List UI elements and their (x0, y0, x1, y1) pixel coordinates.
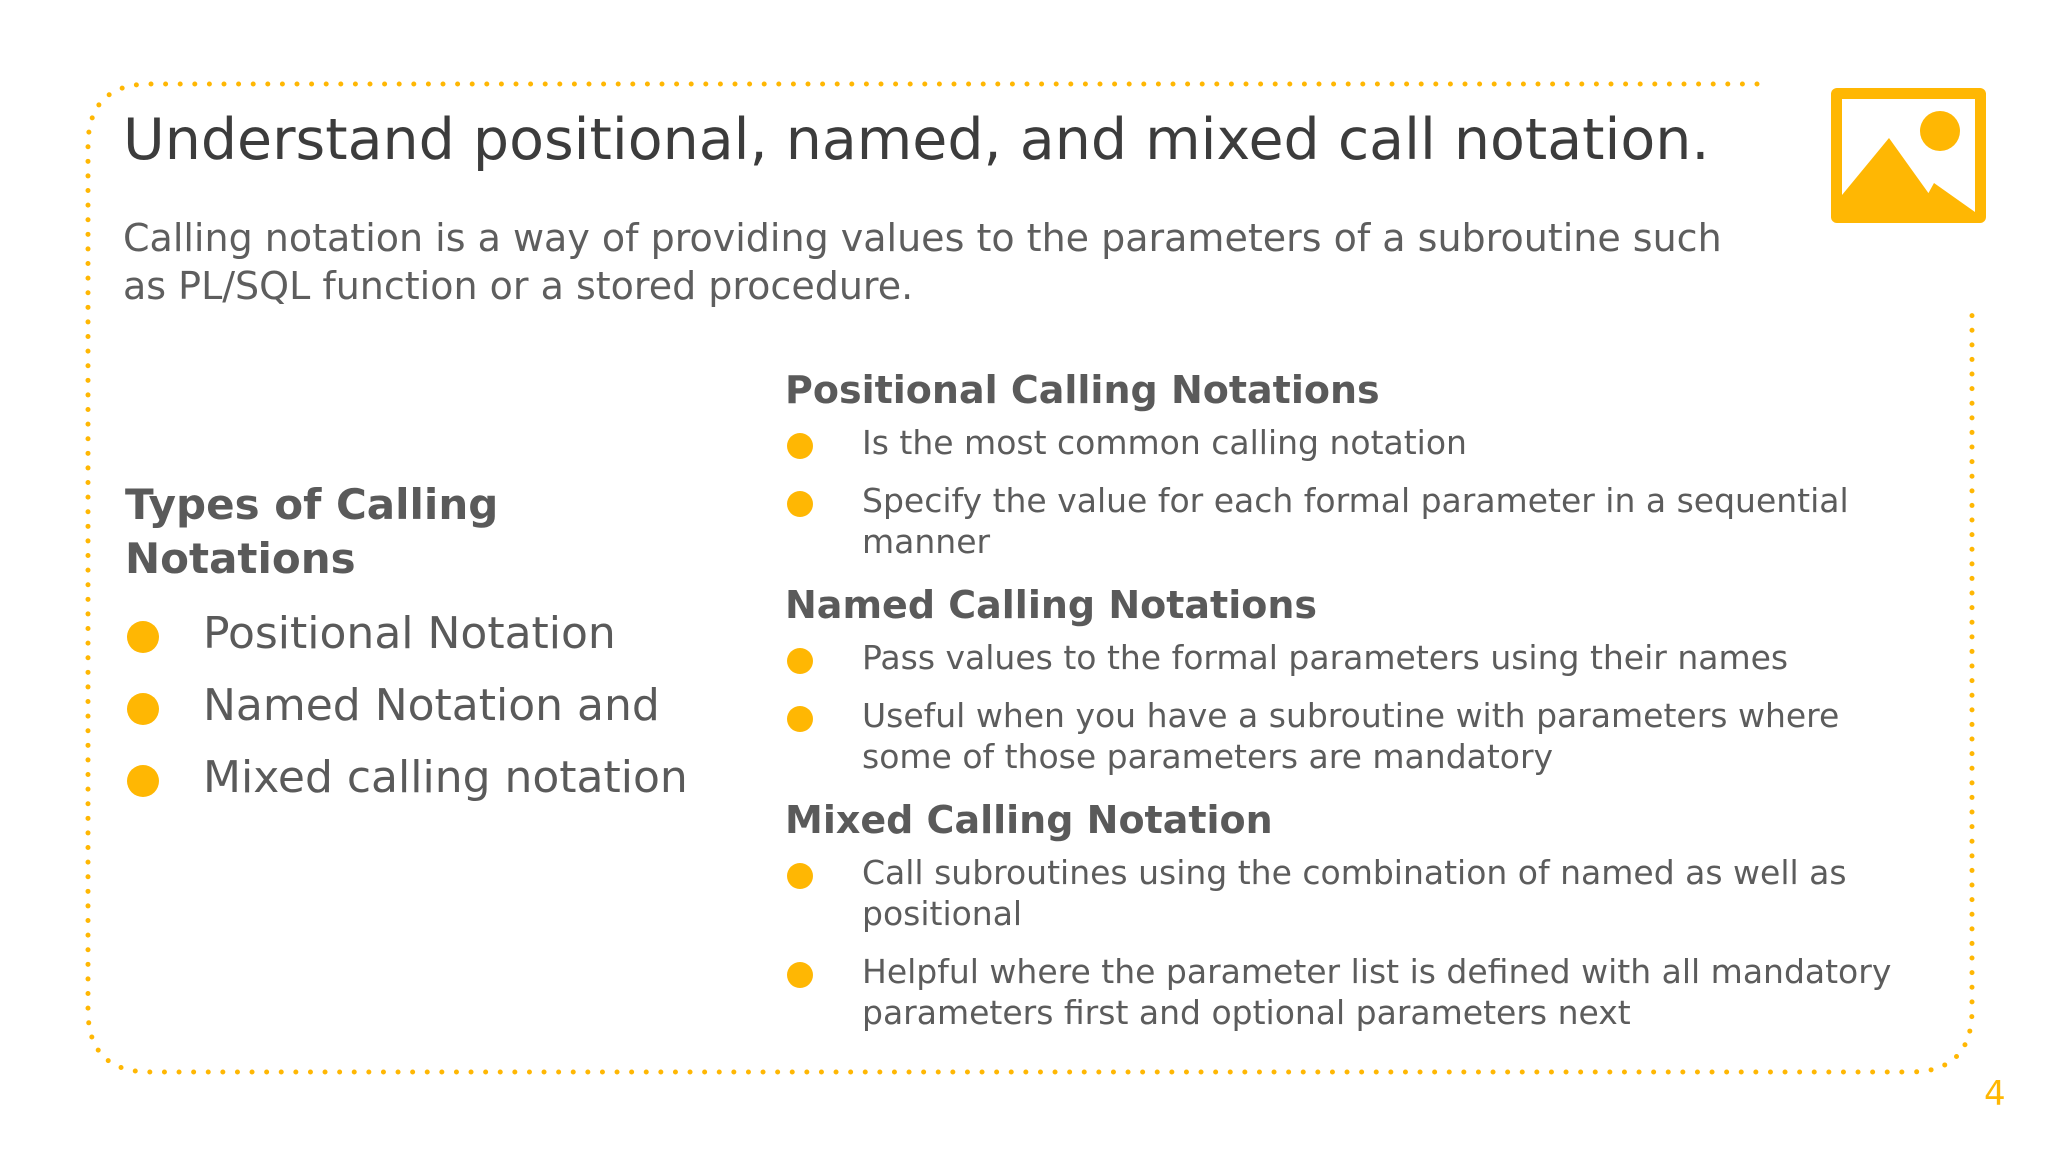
bullet-icon (127, 765, 159, 797)
list-item-text: Useful when you have a subroutine with p… (862, 696, 1840, 776)
list-item-text: Helpful where the parameter list is defi… (862, 952, 1892, 1032)
list-item: Call subroutines using the combination o… (785, 852, 1935, 934)
types-heading: Types of Calling Notations (125, 480, 499, 583)
list-item: Named Notation and (125, 670, 765, 742)
bullet-icon (787, 706, 813, 732)
list-item-text: Specify the value for each formal parame… (862, 481, 1849, 561)
bullet-icon (787, 433, 813, 459)
list-item-label: Mixed calling notation (203, 752, 688, 803)
list-item: Useful when you have a subroutine with p… (785, 695, 1935, 777)
list-item: Specify the value for each formal parame… (785, 480, 1935, 562)
image-placeholder-icon (1831, 88, 1986, 223)
list-item: Mixed calling notation (125, 742, 765, 814)
bullet-icon (787, 648, 813, 674)
list-item: Positional Notation (125, 598, 765, 670)
slide-title: Understand positional, named, and mixed … (123, 107, 1710, 173)
section-heading-positional: Positional Calling Notations (785, 368, 1380, 412)
section-list-mixed: Call subroutines using the combination o… (785, 852, 1935, 1033)
section-list-positional: Is the most common calling notation Spec… (785, 422, 1935, 562)
list-item-text: Pass values to the formal parameters usi… (862, 638, 1789, 677)
list-item: Pass values to the formal parameters usi… (785, 637, 1935, 678)
notation-details: Positional Calling Notations Is the most… (785, 364, 1935, 1050)
bullet-icon (787, 962, 813, 988)
page-number: 4 (1984, 1074, 2006, 1114)
list-item-label: Positional Notation (203, 608, 616, 659)
list-item: Helpful where the parameter list is defi… (785, 951, 1935, 1033)
bullet-icon (787, 863, 813, 889)
bullet-icon (127, 621, 159, 653)
types-list: Positional Notation Named Notation and M… (125, 598, 765, 814)
list-item-label: Named Notation and (203, 680, 660, 731)
bullet-icon (127, 693, 159, 725)
list-item-text: Call subroutines using the combination o… (862, 853, 1847, 933)
section-list-named: Pass values to the formal parameters usi… (785, 637, 1935, 777)
section-heading-mixed: Mixed Calling Notation (785, 798, 1273, 842)
list-item: Is the most common calling notation (785, 422, 1935, 463)
section-heading-named: Named Calling Notations (785, 583, 1318, 627)
slide-subtitle: Calling notation is a way of providing v… (123, 216, 1722, 308)
bullet-icon (787, 491, 813, 517)
list-item-text: Is the most common calling notation (862, 423, 1467, 462)
